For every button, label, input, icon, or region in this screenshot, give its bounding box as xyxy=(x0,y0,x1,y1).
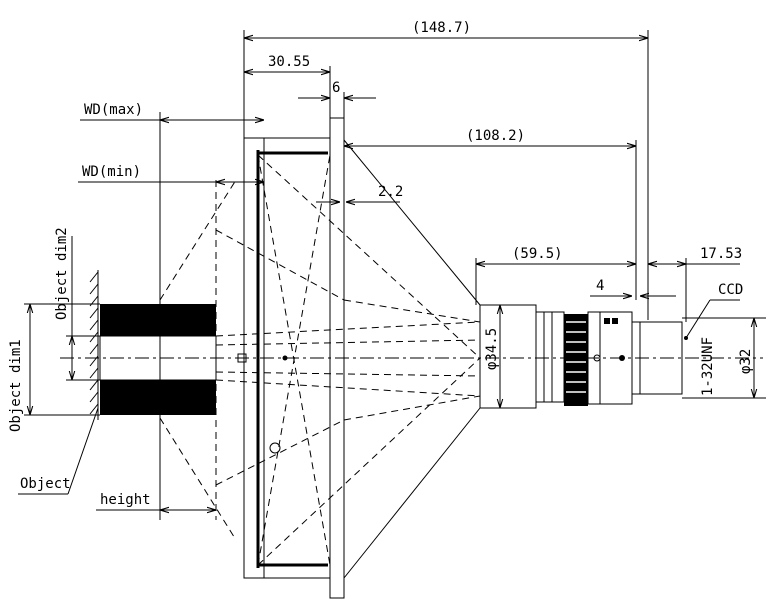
step-4-dim: 4 xyxy=(596,278,604,294)
lens-barrel xyxy=(479,304,683,409)
gap-6-dim: 6 xyxy=(332,80,340,96)
dimensions: (148.7) 30.55 6 (108.2) 2.2 (59.5) 4 17.… xyxy=(8,20,766,520)
object-block xyxy=(89,270,217,420)
focus-ring-knurl xyxy=(566,321,586,393)
wd-max-label: WD(max) xyxy=(84,102,143,118)
object-dim2-label: Object dim2 xyxy=(54,227,70,320)
wall-hatch xyxy=(89,271,99,415)
dia-34-5-dim: φ34.5 xyxy=(484,328,500,370)
flange-width-dim: 30.55 xyxy=(268,54,310,70)
lens-front-flange xyxy=(237,117,345,599)
dia-32-dim: φ32 xyxy=(738,349,754,374)
wd-min-label: WD(min) xyxy=(82,164,141,180)
height-label: height xyxy=(100,492,151,508)
object-dim1-label: Object dim1 xyxy=(8,339,24,432)
thread-label: 1-32UNF xyxy=(700,337,716,396)
ccd-label: CCD xyxy=(718,282,743,298)
mount-length-dim: (59.5) xyxy=(512,246,563,262)
object-label: Object xyxy=(20,476,71,492)
back-focus-dim: 17.53 xyxy=(700,246,742,262)
ray-traces xyxy=(159,154,481,566)
body-length-dim: (108.2) xyxy=(466,128,525,144)
total-length-dim: (148.7) xyxy=(412,20,471,36)
lens-cone-body xyxy=(343,139,481,579)
offset-2-2-dim: 2.2 xyxy=(378,184,403,200)
